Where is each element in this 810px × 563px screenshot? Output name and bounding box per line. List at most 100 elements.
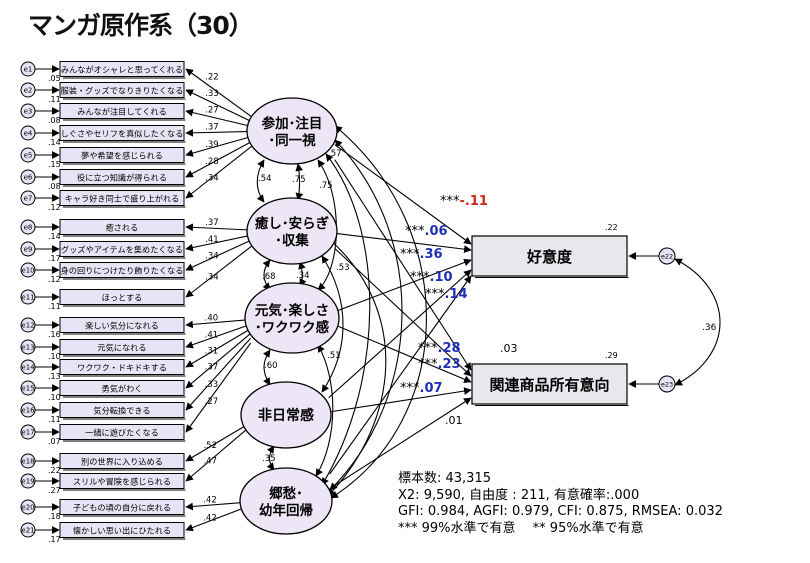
factor-loading-arrow: [185, 342, 252, 433]
error-term-circle: [20, 522, 36, 538]
factor-loading-arrow: [185, 108, 253, 128]
factor-loading-value: .33: [205, 380, 219, 390]
factor-loading-value: .34: [205, 251, 219, 261]
error-term-label: e3: [24, 108, 33, 116]
r-squared-value: .08: [48, 182, 61, 191]
observed-variable-label: スリルや冒険を感じられる: [73, 477, 171, 487]
path-coefficient-value: .10: [430, 270, 453, 285]
error-term-circle: [20, 82, 36, 98]
favorability-box: [471, 235, 628, 277]
r-squared-value: .11: [48, 415, 61, 424]
factor-loading-arrow: [185, 501, 246, 511]
factor-loading-value: .37: [205, 363, 219, 373]
error-term-label: e14: [21, 364, 35, 372]
r-squared-value: .07: [48, 437, 61, 446]
error-term-label: e17: [21, 429, 34, 437]
error-term-circle: [20, 103, 36, 119]
path-coefficient: ***.23: [418, 357, 461, 372]
error-term-circle: [20, 241, 36, 257]
factor-loading-arrow: [185, 135, 253, 157]
error-term-circle: [20, 147, 36, 163]
observed-variable-label: ほっとする: [102, 293, 143, 303]
significance-stars: ***: [425, 287, 445, 302]
observed-variable-label: 気分転換できる: [93, 406, 150, 416]
observed-variable-box: [59, 289, 185, 305]
path-coefficient-value: -.11: [460, 194, 488, 209]
r-squared-value: .18: [48, 512, 61, 521]
error-term-label: e11: [21, 294, 34, 302]
path-coefficient: .03: [500, 342, 518, 355]
error-term-circle: [20, 125, 36, 141]
structural-path-arrow: [334, 159, 472, 371]
factor-loading-arrow: [185, 332, 251, 389]
r-squared-value: .14: [48, 232, 61, 241]
latent-factor-label: 癒し･安らぎ: [255, 215, 330, 232]
factor-loading-arrow: [185, 323, 251, 349]
path-coefficient: ***.14: [425, 287, 468, 302]
path-coefficient-value: .23: [438, 357, 461, 372]
observed-variable-label: 役に立つ知識が得られる: [77, 173, 167, 183]
latent-correlation-arc: [321, 153, 371, 486]
observed-variable-label: みんなが注目してくれる: [77, 107, 167, 117]
structural-path-arrow: [336, 325, 472, 383]
r-squared-value: .05: [48, 74, 61, 83]
observed-variable-box: [59, 190, 185, 206]
error-term-circle: [20, 359, 36, 375]
path-coefficient-value: .07: [420, 381, 443, 396]
r-squared-value: .17: [48, 535, 61, 544]
error-term-circle: [20, 289, 36, 305]
error-term-label: e22: [661, 253, 673, 261]
favorability-label: 好意度: [526, 248, 573, 266]
ownership-intent-label: 関連商品所有意向: [489, 376, 609, 394]
latent-correlation-arc: [266, 445, 275, 471]
observed-variable-label: しぐさやセリフを真似したくなる: [61, 129, 184, 139]
error-term-label: e6: [24, 174, 33, 182]
r-squared-value: .17: [48, 254, 61, 263]
latent-factor-ellipse: [244, 282, 340, 354]
latent-correlation-arc: [256, 159, 265, 203]
observed-variable-box: [59, 317, 185, 333]
r-squared-value: .29: [605, 351, 618, 360]
path-coefficient: ***.10: [410, 270, 453, 285]
latent-correlation-value: .57: [328, 149, 342, 159]
error-term-circle: [20, 499, 36, 515]
factor-loading-arrow: [185, 89, 253, 123]
significance-stars: ***: [418, 357, 438, 372]
error-correlation-value: .36: [702, 323, 717, 333]
factor-loading-arrow: [185, 245, 253, 298]
latent-correlation-value: .34: [296, 271, 310, 281]
observed-variable-label: 夢や希望を感じられる: [81, 151, 163, 161]
latent-factor-label: 元気･楽しさ: [255, 302, 329, 319]
significance-stars: ***: [400, 247, 420, 262]
stats-sample-size: 標本数: 43,315: [398, 471, 491, 486]
factor-loading-arrow: [185, 140, 253, 178]
r-squared-value: .13: [48, 372, 61, 381]
error-term-circle: [20, 219, 36, 235]
path-coefficient: .01: [445, 414, 463, 427]
latent-correlation-value: .60: [264, 361, 278, 371]
observed-variable-label: 元気になれる: [97, 343, 146, 353]
stats-significance-legend: *** 99%水準で有意 ** 95%水準で有意: [398, 520, 644, 536]
observed-variable-label: 癒される: [106, 223, 139, 233]
factor-loading-value: .41: [205, 235, 219, 245]
latent-factor-label: 非日常感: [258, 407, 314, 424]
latent-correlation-arc: [327, 237, 387, 497]
path-coefficient-value: .03: [500, 342, 518, 355]
latent-correlation-value: .75: [319, 181, 333, 191]
latent-factor-label: ･ワクワク感: [255, 319, 330, 336]
stats-fit-indices: GFI: 0.984, AGFI: 0.979, CFI: 0.875, RMS…: [398, 504, 723, 519]
observed-variable-box: [59, 424, 185, 440]
observed-variable-label: 服装・グッズでなりきりたくなる: [61, 86, 184, 96]
observed-variable-label: 勇気がわく: [102, 384, 143, 394]
factor-loading-arrow: [185, 234, 253, 252]
latent-correlation-value: .54: [258, 174, 272, 184]
significance-stars: ***: [410, 270, 430, 285]
observed-variable-box: [59, 522, 185, 538]
error-term-label: e7: [24, 195, 33, 203]
structural-path-arrow: [328, 269, 472, 399]
observed-variable-box: [59, 402, 185, 418]
error-term-label: e13: [21, 344, 34, 352]
factor-loading-arrow: [185, 328, 251, 368]
latent-factor-ellipse: [246, 197, 338, 265]
latent-correlation-arc: [329, 139, 403, 491]
